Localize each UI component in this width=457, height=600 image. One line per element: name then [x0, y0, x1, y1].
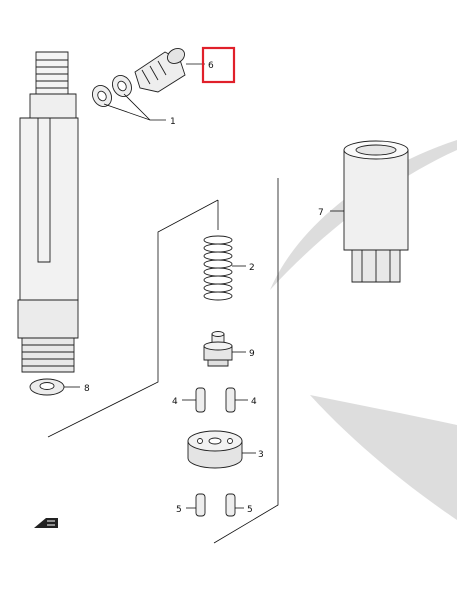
- pin-5-left: [195, 493, 206, 517]
- spring-2: [203, 235, 233, 301]
- group-bracket-right: [213, 178, 279, 544]
- pin-5-right: [225, 493, 236, 517]
- callout-1: 1: [170, 117, 176, 127]
- callout-2: 2: [249, 263, 255, 273]
- spring-seat-9: [203, 331, 233, 367]
- highlight-box: [201, 46, 236, 84]
- leader-lines: [64, 63, 344, 509]
- callout-9: 9: [249, 349, 255, 359]
- banjo-bolt-6: [134, 48, 186, 93]
- pin-4-left: [195, 387, 206, 413]
- callout-5-left: 5: [176, 505, 182, 515]
- callout-4-right: 4: [251, 397, 257, 407]
- callout-8: 8: [84, 384, 90, 394]
- callout-7: 7: [318, 208, 324, 218]
- group-bracket-left: [47, 199, 219, 438]
- callout-6: 6: [208, 61, 214, 71]
- callout-5-right: 5: [247, 505, 253, 515]
- watermark-swoosh: [270, 140, 457, 520]
- front-arrow-icon: [34, 518, 58, 528]
- washer-8: [29, 378, 65, 396]
- washer-set-1: [92, 75, 132, 107]
- nozzle-nut-7: [343, 140, 409, 283]
- spacer-3: [187, 430, 243, 469]
- injector-body: [17, 51, 79, 373]
- callout-4-left: 4: [172, 397, 178, 407]
- pin-4-right: [225, 387, 236, 413]
- callout-3: 3: [258, 450, 264, 460]
